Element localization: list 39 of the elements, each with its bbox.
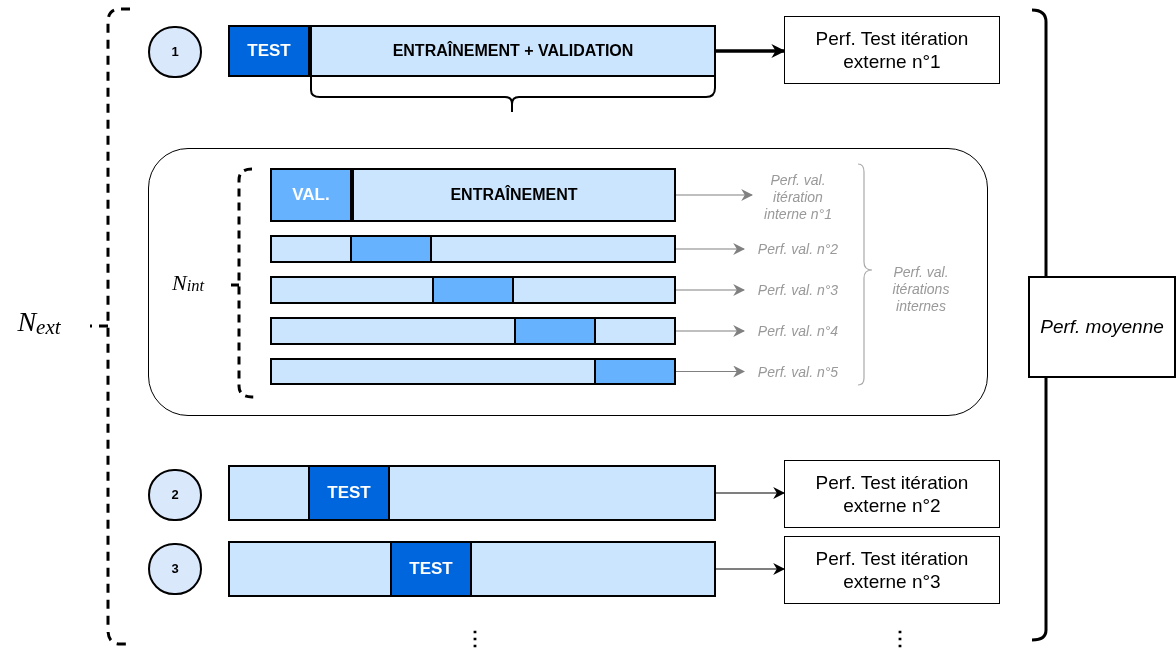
test-segment: TEST <box>308 467 390 519</box>
arrow <box>675 189 754 201</box>
average-result-box: Perf. moyenne <box>1028 276 1176 378</box>
data-split-bar <box>270 276 676 304</box>
training-segment: ENTRAÎNEMENT + VALIDATION <box>310 25 716 77</box>
validation-segment <box>594 360 674 383</box>
ellipsis-mark: ⋮ <box>466 626 484 650</box>
test-segment: TEST <box>228 25 310 77</box>
validation-segment <box>514 319 596 343</box>
arrow <box>715 563 786 575</box>
result-box: Perf. Test itération externe n°3 <box>784 536 1000 604</box>
validation-segment <box>350 237 432 261</box>
ellipsis-mark: ⋮ <box>891 626 909 650</box>
validation-score-text: Perf. val. n°3 <box>744 281 852 299</box>
validation-score-text: Perf. val. n°2 <box>744 240 852 258</box>
validation-segment <box>432 278 514 302</box>
arrow <box>675 365 746 378</box>
data-split-bar <box>270 358 676 385</box>
result-box: Perf. Test itération externe n°1 <box>784 16 1000 84</box>
data-split-bar <box>228 465 716 521</box>
training-segment: ENTRAÎNEMENT <box>352 168 676 222</box>
data-split-bar <box>270 317 676 345</box>
data-split-bar <box>270 235 676 263</box>
result-box: Perf. Test itération externe n°2 <box>784 460 1000 528</box>
math-label: N$_{int}$ <box>170 268 206 298</box>
arrow <box>716 44 786 58</box>
arrow <box>675 325 746 337</box>
validation-score-text: Perf. val. n°4 <box>744 322 852 340</box>
validation-score-text: Perf. val. n°5 <box>744 363 852 381</box>
data-split-bar <box>228 541 716 597</box>
test-segment: TEST <box>390 543 472 595</box>
summary-text: Perf. val. itérations internes <box>891 262 951 316</box>
arrow <box>675 284 746 296</box>
arrow <box>675 243 746 255</box>
arrow <box>715 487 786 499</box>
validation-score-text: Perf. val. itération interne n°1 <box>752 167 844 227</box>
math-label: N$_{ext}$ <box>16 305 62 342</box>
inner-loop-panel <box>148 148 988 416</box>
validation-segment: VAL. <box>270 168 352 222</box>
